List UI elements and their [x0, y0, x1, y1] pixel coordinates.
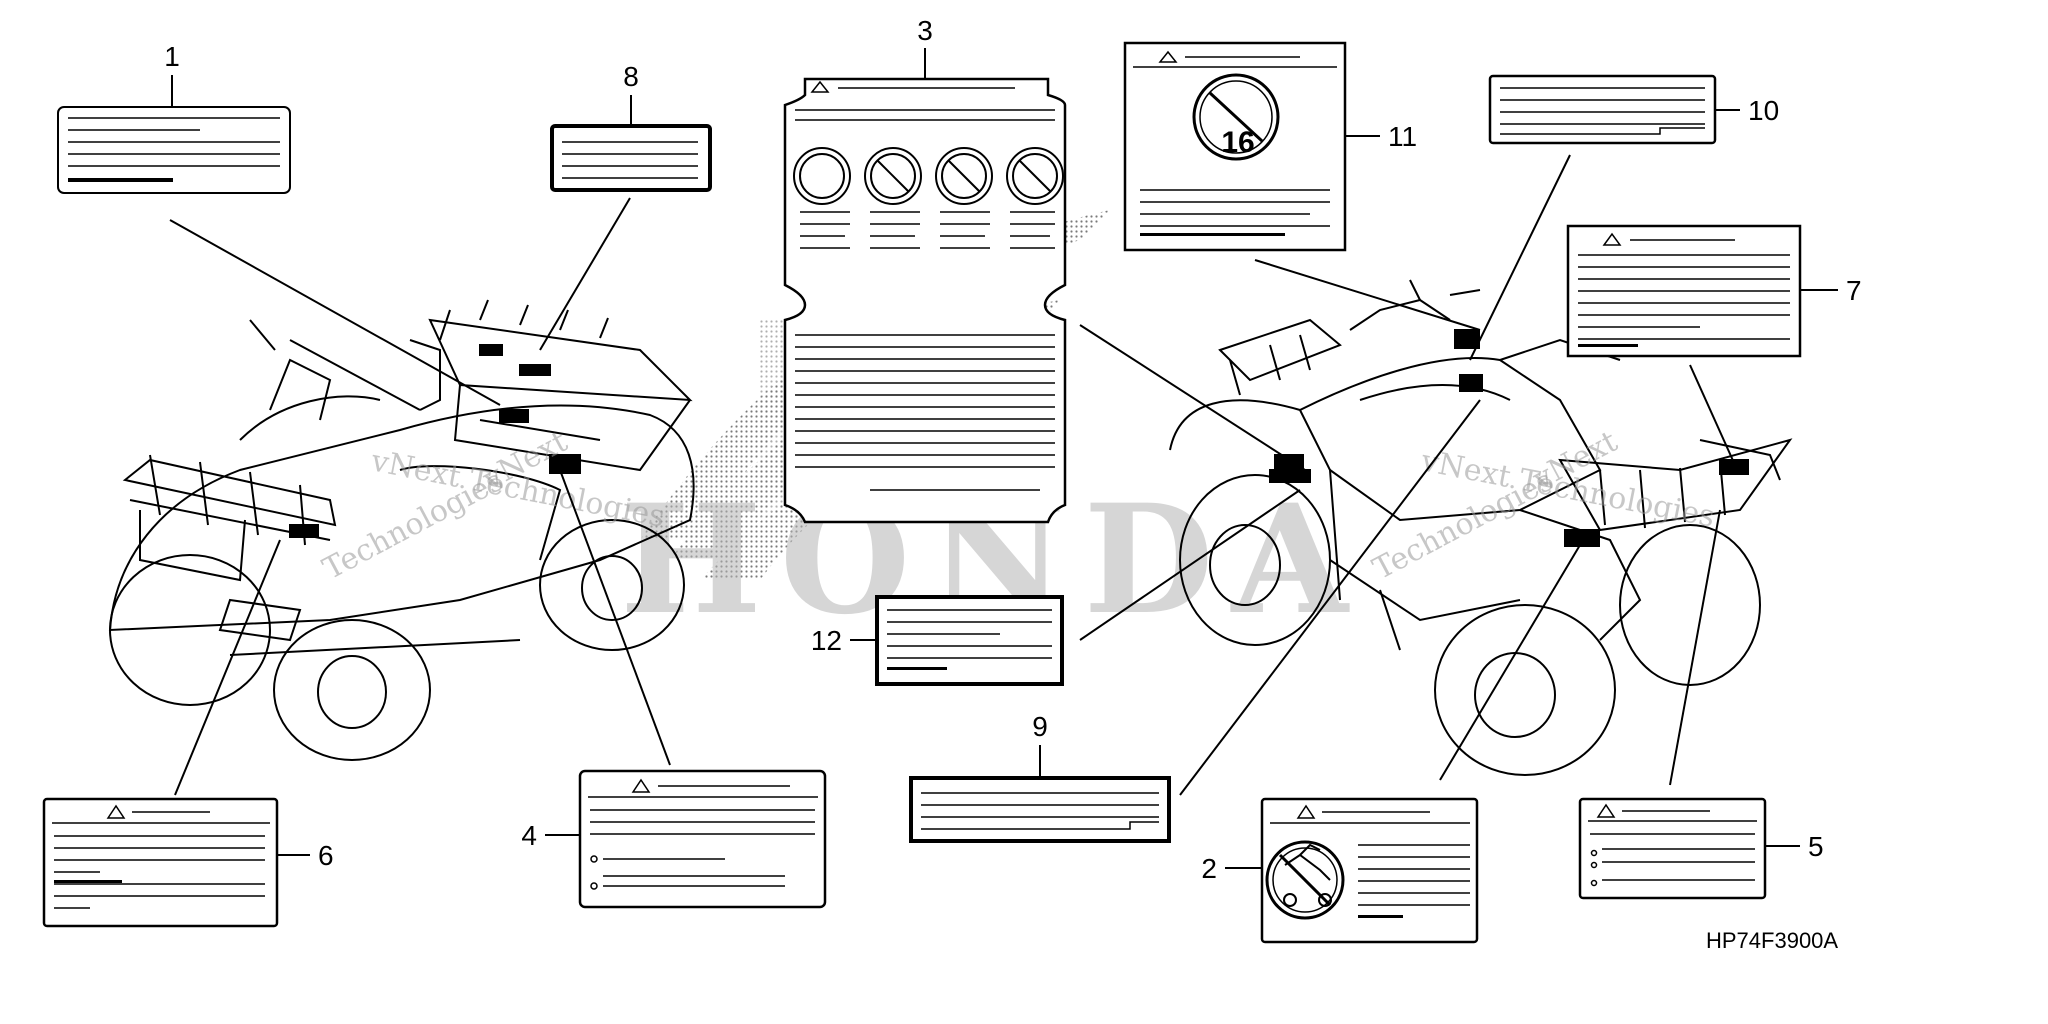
- label-9: 9: [909, 711, 1171, 843]
- callout-10: 10: [1748, 95, 1779, 126]
- atv-left-illustration: [108, 299, 695, 761]
- age-restriction-icon: 16: [1192, 73, 1280, 161]
- callout-8: 8: [623, 61, 639, 92]
- label-8: 8: [550, 61, 712, 192]
- callout-9: 9: [1032, 711, 1048, 742]
- label-3: 3: [783, 15, 1067, 524]
- callout-7: 7: [1846, 275, 1862, 306]
- label-7: 7: [1566, 224, 1862, 358]
- callout-12: 12: [811, 625, 842, 656]
- label-3-pictograms: [793, 147, 1064, 205]
- label-1: 1: [57, 41, 291, 194]
- callout-4: 4: [521, 820, 537, 851]
- callout-5: 5: [1808, 831, 1824, 862]
- no-passenger-icon: [1265, 840, 1345, 920]
- callout-1: 1: [164, 41, 180, 72]
- diagram-code: HP74F3900A: [1706, 928, 1838, 953]
- callout-6: 6: [318, 840, 334, 871]
- label-12: 12: [811, 595, 1064, 686]
- callout-3: 3: [917, 15, 933, 46]
- label-2: 2: [1201, 797, 1479, 944]
- label-11: 16 11: [1123, 41, 1417, 252]
- leader-lines: [169, 154, 1736, 796]
- label-10: 10: [1488, 74, 1779, 145]
- label-5: 5: [1578, 797, 1824, 900]
- callout-11: 11: [1388, 121, 1417, 152]
- label-4: 4: [521, 769, 827, 909]
- age-restriction-number: 16: [1221, 126, 1254, 159]
- label-6: 6: [42, 797, 334, 928]
- callout-2: 2: [1201, 853, 1217, 884]
